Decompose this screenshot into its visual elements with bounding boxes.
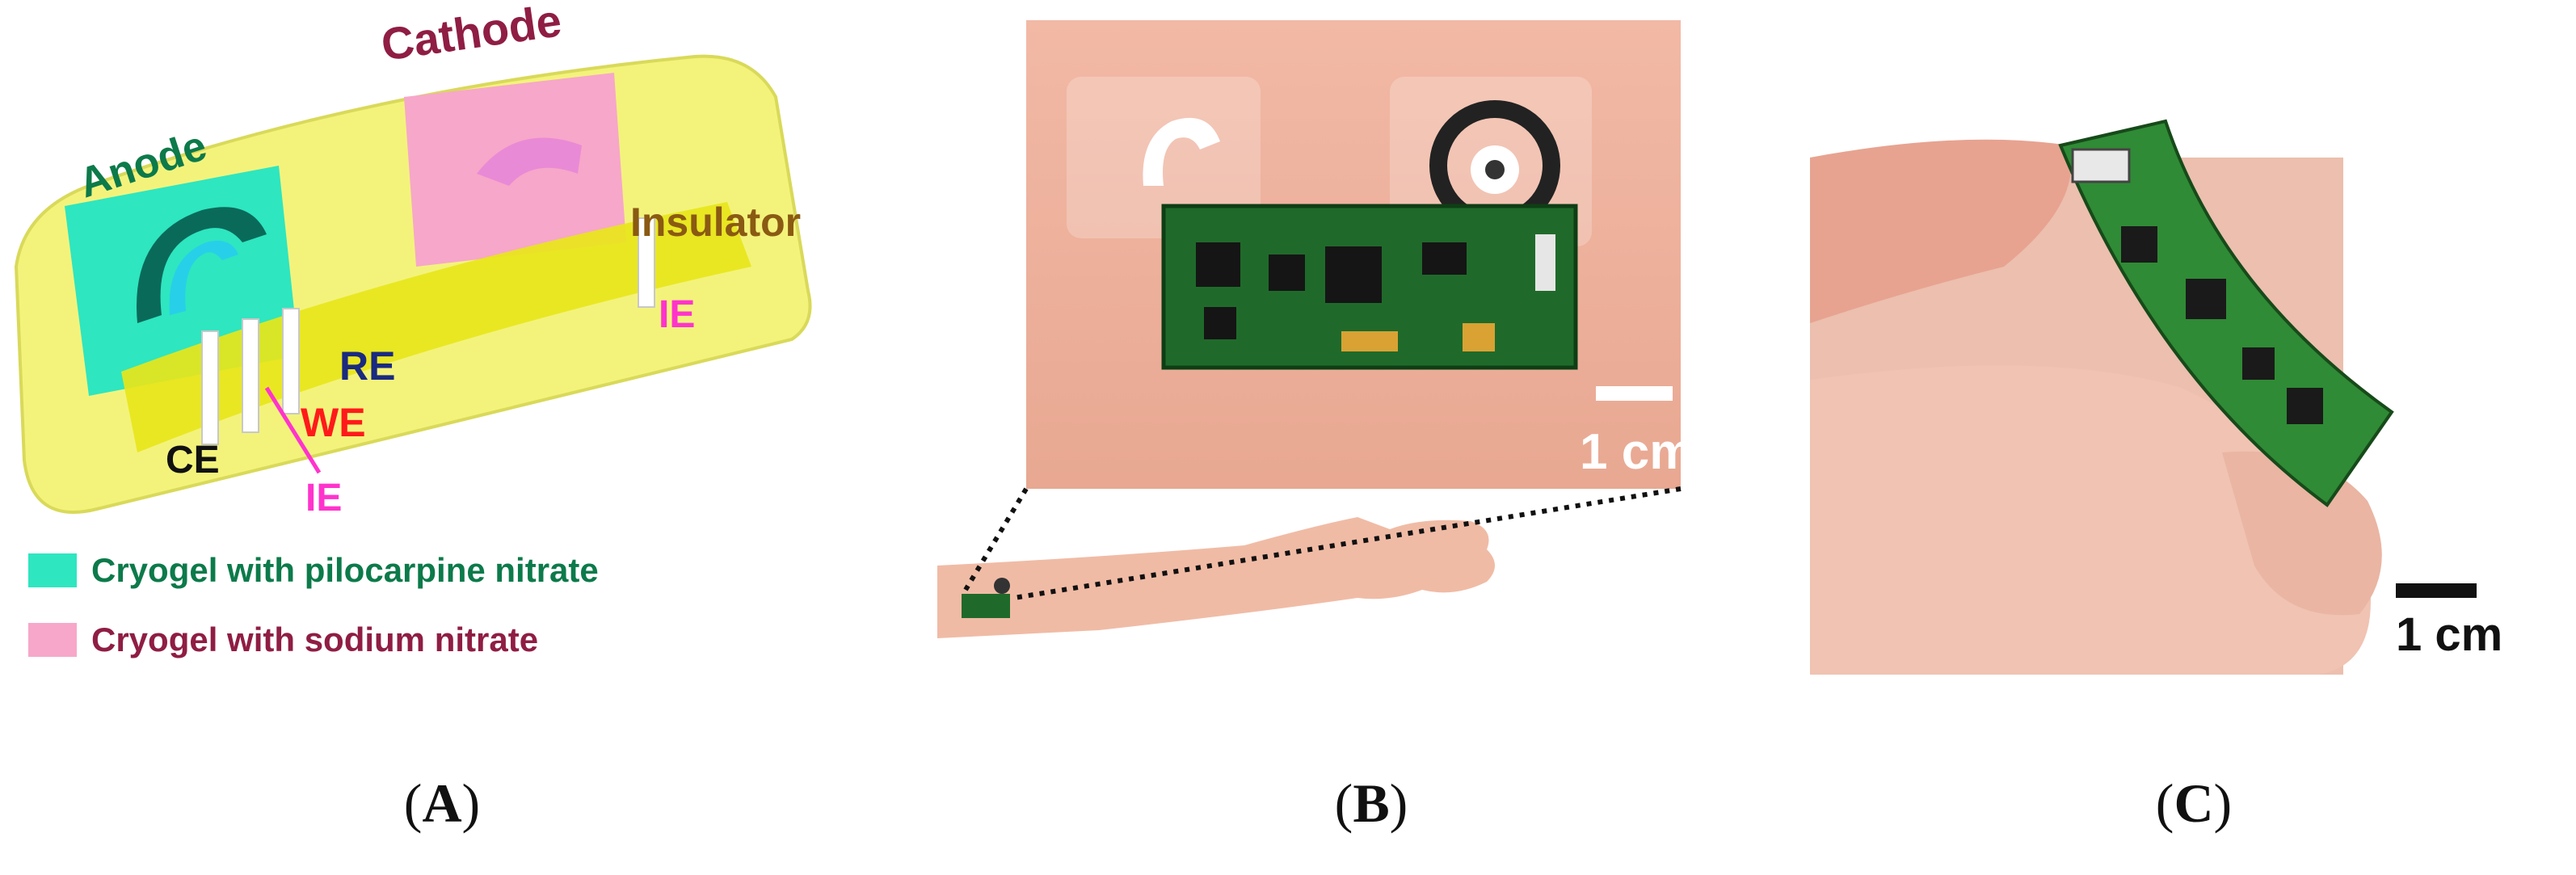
caption-a-open: ( xyxy=(403,772,423,834)
caption-b-close: ) xyxy=(1389,772,1408,834)
pcb-components xyxy=(1341,234,1555,351)
device-schematic: Anode Cathode Insulator RE WE CE IE IE xyxy=(14,0,812,520)
caption-c-open: ( xyxy=(2155,772,2174,834)
legend-text-sodium: Cryogel with sodium nitrate xyxy=(91,620,539,658)
caption-a-letter: A xyxy=(422,772,462,834)
caption-b-letter: B xyxy=(1353,772,1390,834)
finger-top xyxy=(1810,139,2072,323)
caption-c: (C) xyxy=(2073,772,2315,835)
caption-c-close: ) xyxy=(2213,772,2233,834)
legend-item-pilocarpine: Cryogel with pilocarpine nitrate xyxy=(28,551,599,590)
flexible-board-photo: 1 cm xyxy=(1810,119,2502,675)
ce-label: CE xyxy=(166,439,220,482)
anode-electrode-inner xyxy=(169,240,238,315)
scale-label-b: 1 cm xyxy=(1580,424,1694,480)
panel-a-schematic: Anode Cathode Insulator RE WE CE IE IE C… xyxy=(0,0,857,727)
zoom-line-left xyxy=(963,487,1029,591)
thumb-right xyxy=(2222,451,2382,616)
legend-swatch-teal xyxy=(28,553,77,587)
insulator-label: Insulator xyxy=(630,200,801,245)
arm-device-mini xyxy=(962,594,1010,618)
panel-c-photo: 1 cm xyxy=(1802,0,2576,727)
legend-item-sodium: Cryogel with sodium nitrate xyxy=(28,620,538,659)
scale-label-c: 1 cm xyxy=(2396,608,2502,661)
electrode-left-white xyxy=(1143,117,1220,186)
scale-bar-c xyxy=(2396,583,2477,598)
flex-pcb-connector xyxy=(2071,148,2131,183)
finger-bottom xyxy=(1810,365,2371,675)
electrode-center xyxy=(1485,160,1505,179)
re-label: RE xyxy=(339,343,395,389)
pcb-chips xyxy=(1196,242,1467,339)
caption-a: (A) xyxy=(321,772,563,835)
arm-device-electrode xyxy=(994,578,1010,594)
ie-pointer-line xyxy=(264,386,322,474)
ie-right-label: IE xyxy=(659,293,695,336)
caption-b-open: ( xyxy=(1334,772,1353,834)
device-on-arm-photo: 1 cm xyxy=(937,20,1694,638)
we-label: WE xyxy=(301,400,366,445)
caption-b: (B) xyxy=(1250,772,1492,835)
arm xyxy=(937,517,1495,638)
cathode-label: Cathode xyxy=(378,0,565,70)
insulator-band xyxy=(121,202,751,452)
scale-bar-b xyxy=(1596,386,1673,401)
anode-electrode-outer xyxy=(137,207,267,323)
cathode-electrode xyxy=(477,137,582,186)
caption-c-letter: C xyxy=(2174,772,2214,834)
legend-text-pilocarpine: Cryogel with pilocarpine nitrate xyxy=(91,551,599,589)
caption-a-close: ) xyxy=(461,772,481,834)
legend-swatch-pink xyxy=(28,623,77,657)
ie-bottom-label: IE xyxy=(305,477,342,520)
flex-pcb-chips xyxy=(2121,226,2323,424)
electrode-leads xyxy=(201,217,655,445)
panel-b-photo: 1 cm xyxy=(937,0,1697,727)
